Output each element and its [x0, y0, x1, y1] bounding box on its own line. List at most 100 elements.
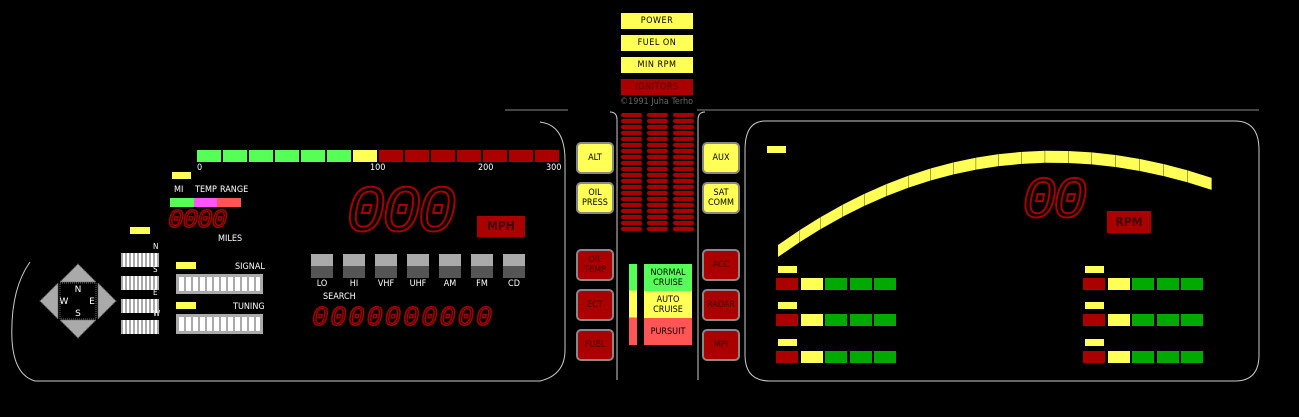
rpm-arc-segment	[1045, 150, 1069, 163]
label-mi: MI	[174, 185, 184, 195]
speed-bar-segment	[249, 150, 273, 162]
aux-button[interactable]: AUX	[702, 142, 740, 174]
rpm-arc-segment	[908, 168, 931, 188]
oil-temp-button[interactable]: OIL TEMP	[576, 249, 614, 281]
voice-bar-segment	[621, 143, 642, 147]
voice-bar-segment	[673, 167, 694, 171]
voice-bar-segment	[673, 125, 694, 129]
voice-bar-segment	[673, 203, 694, 207]
radio-band-label: HI	[349, 279, 359, 289]
level-bar-segment	[1107, 314, 1130, 326]
voice-bar-segment	[673, 113, 694, 117]
level-bar-segment	[1132, 278, 1154, 290]
rpm-arc-segment	[864, 184, 887, 206]
level-bar-segment	[825, 278, 847, 290]
voice-bar-segment	[621, 119, 642, 123]
speed-bar-segment	[431, 150, 455, 162]
level-bar-segment	[849, 278, 872, 290]
direction-bar	[121, 253, 159, 267]
radio-band-hi-button[interactable]	[343, 254, 365, 278]
voice-bar-segment	[673, 197, 694, 201]
voice-bar-segment	[621, 149, 642, 153]
compass-up-arrow	[58, 263, 98, 283]
level-bar-segment	[1132, 314, 1154, 326]
direction-label: W	[153, 309, 161, 318]
voice-bar-segment	[673, 149, 694, 153]
compass-w: W	[60, 297, 69, 307]
radio-band-vhf-button[interactable]	[375, 254, 397, 278]
level-bar-segment	[800, 351, 823, 363]
rpm-arc-segment	[886, 175, 909, 197]
compass-s: S	[75, 309, 81, 319]
radio-band-lo-button[interactable]	[311, 254, 333, 278]
radio-band-cd-button[interactable]	[503, 254, 525, 278]
mph-label: MPH	[477, 216, 525, 237]
voice-bar-segment	[647, 113, 668, 117]
cruise-mode-2[interactable]: PURSUIT	[644, 318, 692, 345]
level-bar-segment	[1181, 351, 1203, 363]
indicator-light	[172, 172, 191, 179]
level-bar-segment	[825, 314, 847, 326]
radio-band-label: LO	[316, 279, 328, 289]
radio-band-label: CD	[508, 279, 520, 289]
voice-bar-segment	[647, 149, 668, 153]
radar-button[interactable]: RADAR	[702, 289, 740, 321]
rpm-arc-segment	[930, 162, 954, 181]
compass-down-arrow	[58, 319, 98, 339]
compass-left-arrow	[39, 281, 59, 321]
cruise-mode-1[interactable]: AUTO CRUISE	[644, 291, 692, 318]
level-indicator-light	[1085, 339, 1104, 346]
voice-bar-segment	[621, 227, 642, 231]
direction-label: N	[153, 242, 159, 251]
tuning-label: TUNING	[233, 302, 265, 312]
compass-pad[interactable]: NW ES	[38, 262, 118, 340]
direction-bar	[121, 276, 159, 290]
cruise-mode-0[interactable]: NORMAL CRUISE	[644, 264, 692, 291]
speed-tick: 0	[197, 163, 203, 173]
level-bar-segment	[849, 351, 872, 363]
speed-bar-segment	[275, 150, 299, 162]
voice-bar-segment	[673, 227, 694, 231]
alt-button[interactable]: ALT	[576, 142, 614, 174]
status-lamp: POWER	[621, 13, 693, 29]
search-label: SEARCH	[323, 292, 356, 302]
level-bar-segment	[800, 278, 823, 290]
speed-bar-segment	[509, 150, 533, 162]
status-lamp: MIN RPM	[621, 57, 693, 73]
voice-bar-segment	[647, 227, 668, 231]
voice-bar-segment	[647, 185, 668, 189]
voice-bar-segment	[621, 137, 642, 141]
rpm-display: 00	[1021, 169, 1089, 236]
radio-band-fm-button[interactable]	[471, 254, 493, 278]
level-bar-segment	[776, 351, 798, 363]
direction-bar	[121, 320, 159, 334]
level-bar-segment	[874, 278, 896, 290]
direction-bar	[121, 299, 159, 313]
radio-band-label: UHF	[409, 279, 427, 289]
ect-button[interactable]: ECT	[576, 289, 614, 321]
radio-band-uhf-button[interactable]	[407, 254, 429, 278]
voice-bar-segment	[647, 119, 668, 123]
voice-bar-segment	[621, 113, 642, 117]
acc-button[interactable]: ACC	[702, 249, 740, 281]
voice-bar-segment	[647, 209, 668, 213]
rpm-arc-segment	[1091, 152, 1116, 167]
compass-e: E	[89, 297, 95, 307]
rpm-arc-segment	[998, 151, 1022, 167]
search-display: 0000000000	[311, 303, 495, 335]
mpi-button[interactable]: MPI	[702, 329, 740, 361]
radio-band-am-button[interactable]	[439, 254, 461, 278]
fuel-button[interactable]: FUEL	[576, 329, 614, 361]
voice-bar-segment	[673, 155, 694, 159]
sat-comm-button[interactable]: SAT COMM	[702, 182, 740, 214]
level-bar-segment	[1156, 351, 1179, 363]
rpm-arc-segment	[778, 230, 800, 257]
tuning-meter[interactable]	[176, 314, 263, 334]
speed-tick: 100	[370, 163, 386, 173]
voice-bar-segment	[673, 191, 694, 195]
level-bar-segment	[825, 351, 847, 363]
voice-bar-segment	[673, 173, 694, 177]
oil-press-button[interactable]: OIL PRESS	[576, 182, 614, 214]
copyright-text: ©1991 Juha Terho	[620, 97, 694, 107]
